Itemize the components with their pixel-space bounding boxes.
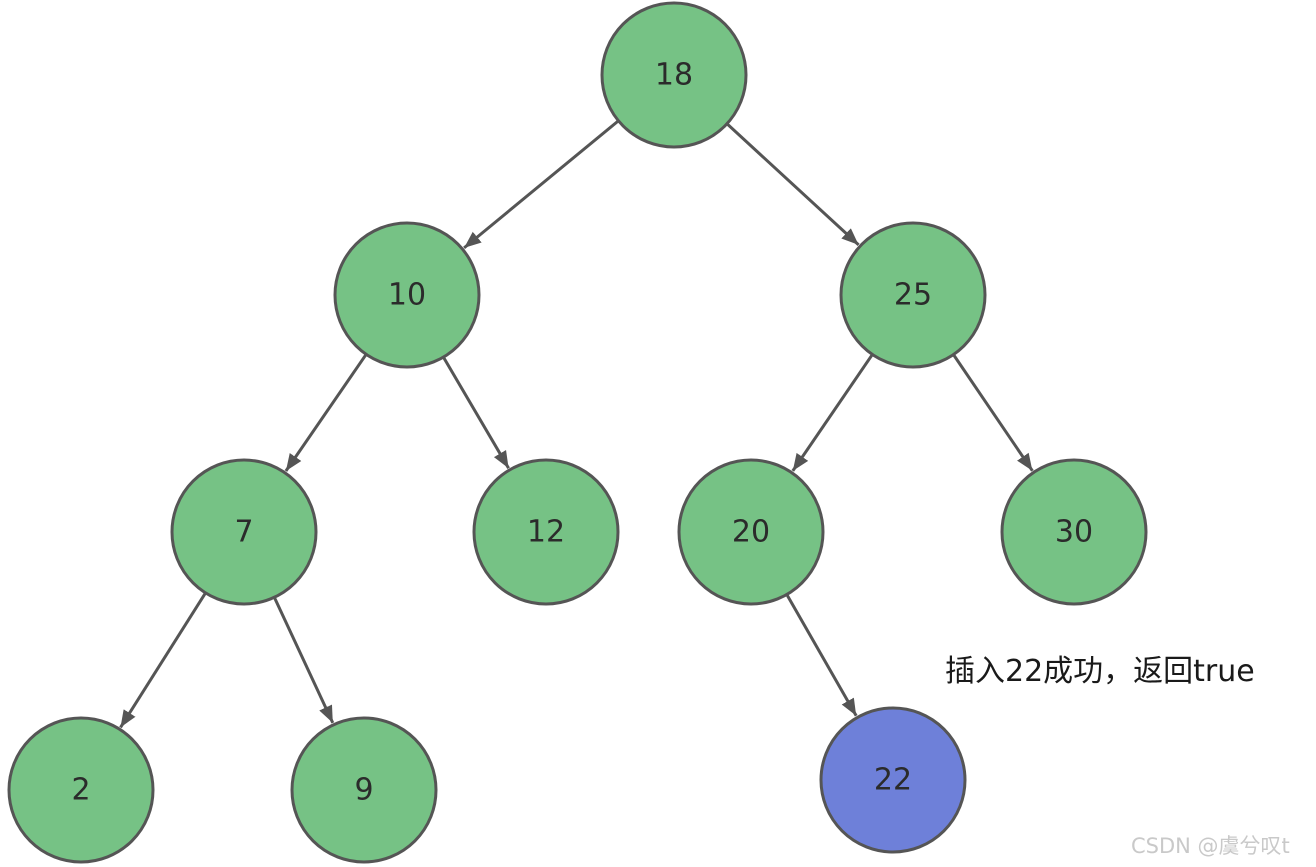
tree-node-7: 7 [170,458,318,606]
edge-n25-n20 [791,351,875,472]
node-circle [600,1,748,149]
tree-node-30: 30 [1000,458,1148,606]
tree-node-25: 25 [839,221,987,369]
edges-layer [119,118,1034,729]
tree-node-12: 12 [472,458,620,606]
edge-n7-n2 [119,590,208,729]
node-label: 10 [388,278,426,313]
node-label: 18 [655,58,693,93]
node-circle [333,221,481,369]
node-circle [839,221,987,369]
node-circle [677,458,825,606]
watermark: CSDN @虞兮叹t [1131,834,1290,858]
edge-n10-n7 [284,351,369,472]
edge-n18-n10 [463,118,621,250]
node-label: 9 [354,773,373,808]
edge-n25-n30 [951,352,1034,472]
node-label: 22 [874,763,912,798]
tree-node-9: 9 [290,716,438,864]
edge-n7-n9 [272,594,335,724]
node-circle [472,458,620,606]
nodes-layer: 18 10 25 7 12 20 30 2 9 22 [7,1,1148,864]
node-label: 12 [527,515,565,550]
tree-node-22: 22 [819,706,967,854]
insert-result-annotation: 插入22成功，返回true [945,654,1255,689]
node-circle [290,716,438,864]
node-label: 7 [234,515,253,550]
tree-node-20: 20 [677,458,825,606]
edge-n20-n22 [784,591,858,717]
node-circle [7,716,155,864]
node-circle [170,458,318,606]
tree-node-10: 10 [333,221,481,369]
tree-node-2: 2 [7,716,155,864]
tree-node-18: 18 [600,1,748,149]
node-label: 20 [732,515,770,550]
node-circle [1000,458,1148,606]
edge-n10-n12 [441,354,510,469]
node-circle [819,706,967,854]
node-label: 25 [894,278,932,313]
node-label: 30 [1055,515,1093,550]
edge-n18-n25 [724,121,860,247]
node-label: 2 [71,773,90,808]
